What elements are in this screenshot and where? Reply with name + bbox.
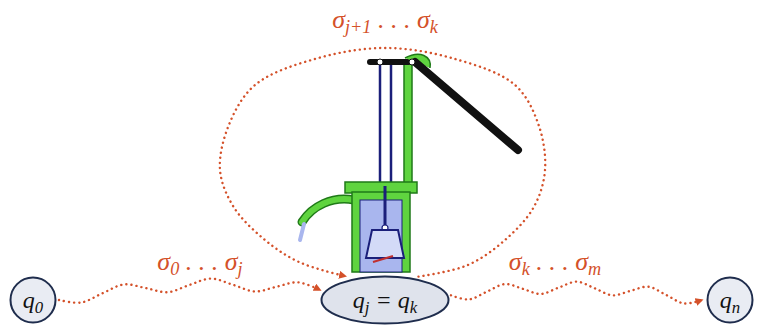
state-name: qn	[720, 287, 740, 313]
transition-label: σj+1 . . . σk	[329, 5, 441, 35]
state-name: q0	[23, 287, 43, 313]
transition-path	[220, 48, 545, 277]
state-circle: q0	[9, 276, 57, 324]
state-ellipse: qj = qk	[320, 275, 450, 325]
transition-label: σ0 . . . σj	[154, 247, 245, 277]
state-circle: qn	[706, 276, 754, 324]
transition-path	[451, 282, 702, 304]
transition-label: σk . . . σm	[506, 247, 604, 277]
state-name: qj = qk	[353, 287, 417, 313]
transition-path	[59, 279, 320, 303]
